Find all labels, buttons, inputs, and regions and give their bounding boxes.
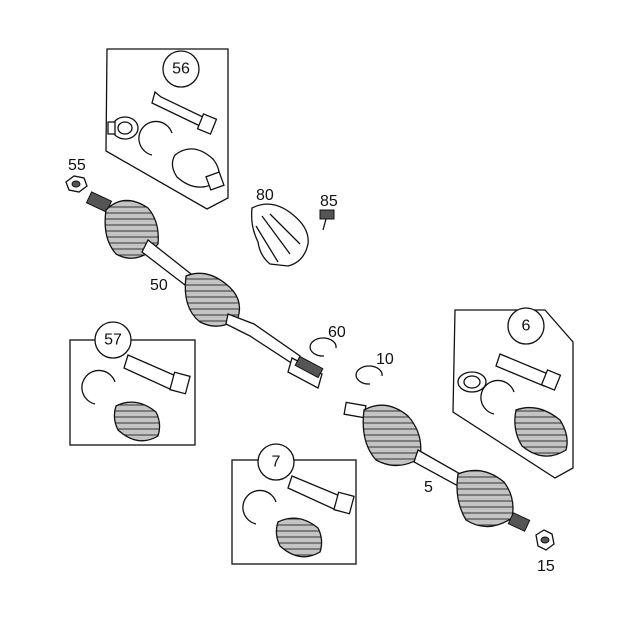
grease-tube xyxy=(151,90,218,135)
nut-55 xyxy=(65,175,88,193)
label-10: 10 xyxy=(376,351,394,368)
drive-shaft-50 xyxy=(85,191,324,389)
callout-57-circle xyxy=(94,321,132,359)
label-60: 60 xyxy=(328,324,346,341)
label-50: 50 xyxy=(150,277,168,294)
clamp-part xyxy=(107,116,139,140)
callout-7-circle xyxy=(257,443,295,481)
kit-7-box: 7 xyxy=(231,443,357,565)
label-80: 80 xyxy=(256,187,274,204)
label-55: 55 xyxy=(68,157,86,174)
nut-15 xyxy=(535,529,555,551)
label-85: 85 xyxy=(320,193,338,210)
bolt-85 xyxy=(319,209,335,231)
ring-60 xyxy=(309,337,337,357)
kit-56-box: 56 xyxy=(105,48,229,210)
label-5: 5 xyxy=(424,479,433,496)
callout-7: 7 xyxy=(272,454,281,471)
ring-10 xyxy=(355,365,383,385)
kit-6-box: 6 xyxy=(452,307,574,479)
boot-part xyxy=(171,148,225,191)
bracket-80 xyxy=(250,203,309,267)
callout-6: 6 xyxy=(522,318,531,335)
drive-shaft-5 xyxy=(343,401,531,532)
kit-57-box: 57 xyxy=(69,321,196,446)
callout-6-circle xyxy=(507,307,545,345)
callout-56: 56 xyxy=(172,61,190,78)
label-15: 15 xyxy=(537,558,555,575)
callout-57: 57 xyxy=(104,332,122,349)
snap-ring xyxy=(138,120,173,156)
callout-56-circle xyxy=(162,50,200,88)
